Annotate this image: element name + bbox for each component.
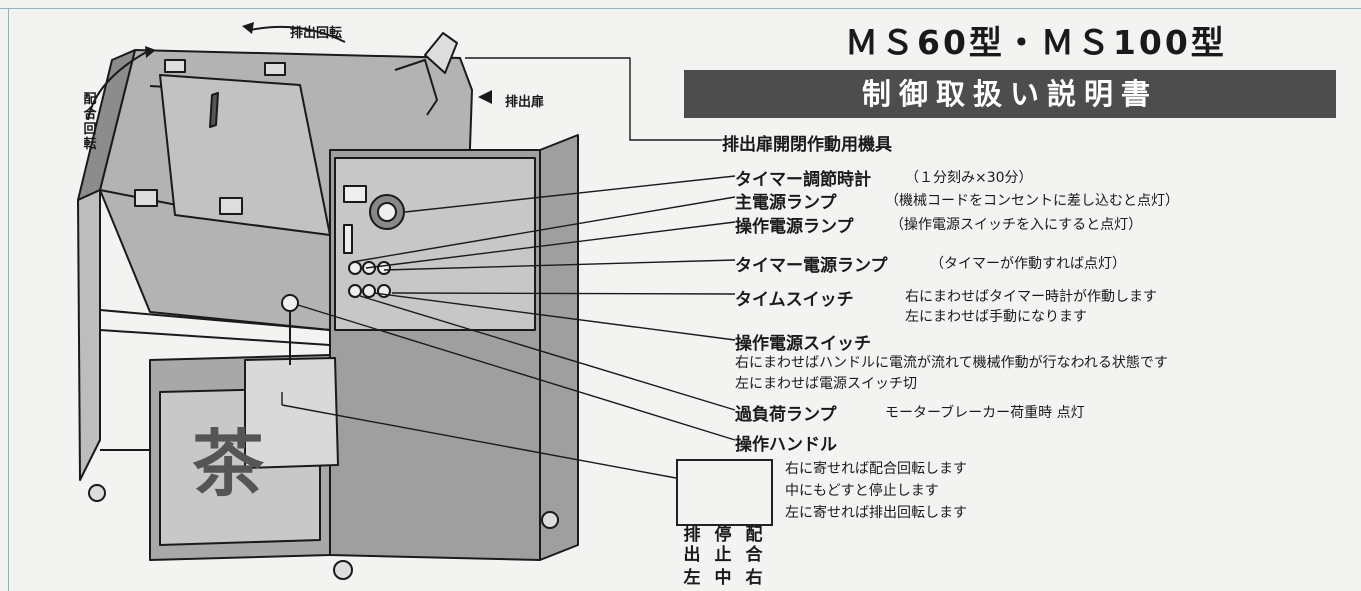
frame-left-leg: [77, 189, 101, 481]
tea-character: 茶: [192, 422, 265, 506]
callout-operation-power-lamp-note: （操作電源スイッチを入にすると点灯）: [890, 217, 1143, 233]
callout-time-switch-note: 右にまわせばタイマー時計が作動します: [905, 289, 1157, 305]
callout-discharge-door-mechanism: 排出扉開閉作動用機具: [722, 135, 892, 155]
discharge-door-arrow: [478, 90, 492, 104]
label-discharge-door: 排出扉: [505, 95, 545, 110]
callout-time-switch: タイムスイッチ: [735, 290, 854, 310]
callout-timer-clock-note: （１分刻み×30分）: [905, 170, 1033, 186]
page-title: ＭＳ60型・ＭＳ100型: [845, 23, 1227, 62]
callout-main-power-lamp: 主電源ランプ: [735, 193, 837, 213]
handle-guide-line-1: 右に寄せれば配合回転します: [785, 461, 967, 477]
position-stop-function: 停止: [714, 525, 732, 565]
callout-operation-power-switch: 操作電源スイッチ: [735, 334, 871, 354]
subtitle-banner: 制御取扱い説明書: [684, 70, 1336, 118]
label-discharge-rotation: 排出回転: [290, 26, 343, 41]
callout-time-switch-note2: 左にまわせば手動になります: [905, 309, 1087, 325]
handle-box: [244, 357, 339, 469]
page-subtitle: 制御取扱い説明書: [861, 77, 1158, 111]
handle-guide-line-2: 中にもどすと停止します: [785, 483, 939, 499]
frame-left-rule: [8, 8, 9, 591]
label-mixing-rotation-text: 配合回転: [83, 92, 97, 152]
callout-timer-clock: タイマー調節時計: [735, 170, 871, 190]
callout-timer-power-lamp: タイマー電源ランプ: [735, 256, 888, 276]
label-mixing-rotation: 配合回転: [82, 92, 98, 152]
position-discharge-function: 排出: [683, 525, 701, 565]
position-right-side: 右: [745, 568, 763, 588]
handle-guide-line-3: 左に寄せれば排出回転します: [785, 505, 967, 521]
handle-guide-box: [676, 459, 773, 526]
position-mixing-function: 配合: [745, 525, 763, 565]
callout-overload-lamp-note: モーターブレーカー荷重時 点灯: [885, 405, 1085, 421]
callout-operation-handle: 操作ハンドル: [735, 435, 837, 455]
position-center-side: 中: [714, 568, 732, 588]
callout-overload-lamp: 過負荷ランプ: [735, 405, 837, 425]
position-left-side: 左: [683, 568, 701, 588]
callout-operation-power-lamp: 操作電源ランプ: [735, 217, 854, 237]
frame-top-rule: [0, 8, 1361, 9]
control-panel-face: [334, 157, 536, 331]
callout-operation-power-switch-note2: 左にまわせば電源スイッチ切: [735, 376, 917, 392]
callout-operation-power-switch-note: 右にまわせばハンドルに電流が流れて機械作動が行なわれる状態です: [735, 355, 1168, 371]
callout-timer-power-lamp-note: （タイマーが作動すれば点灯）: [930, 256, 1126, 272]
callout-main-power-lamp-note: （機械コードをコンセントに差し込むと点灯）: [885, 193, 1179, 209]
